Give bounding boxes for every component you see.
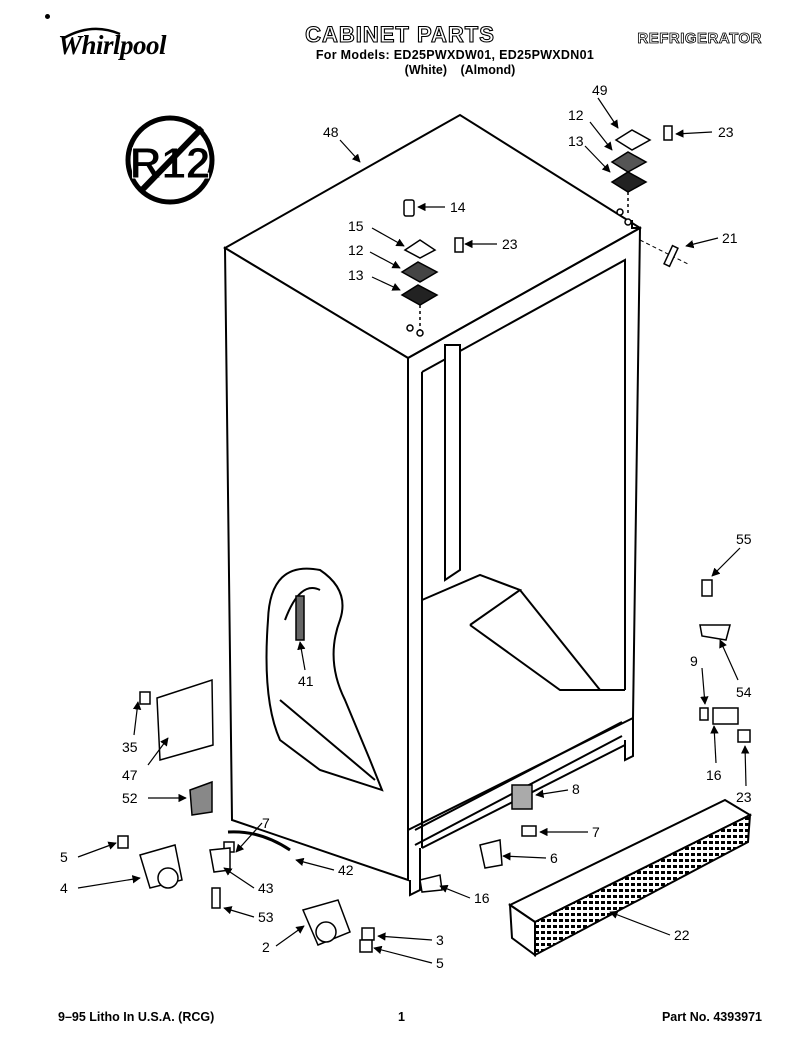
litho-note: 9–95 Litho In U.S.A. (RCG): [58, 1010, 215, 1024]
callout-53: 53: [258, 909, 274, 925]
hinge-cover-49-icon: [614, 129, 652, 151]
hinge-cap-15-icon: [403, 239, 437, 259]
model-numbers: For Models: ED25PWXDW01, ED25PWXDN01: [315, 48, 595, 62]
page-number: 1: [398, 1010, 405, 1024]
callout-16: 16: [474, 890, 490, 906]
screw-23-icon: [454, 237, 464, 253]
callout-8: 8: [572, 781, 580, 797]
brand-logo: Whirlpool: [58, 30, 167, 60]
callout-35: 35: [122, 739, 138, 755]
badge-text: R12: [130, 139, 211, 188]
no-r12-badge: R12: [125, 115, 215, 205]
part-8-icon: [511, 784, 533, 810]
hinge-13-icon: [400, 284, 439, 306]
callout-23: 23: [718, 124, 734, 140]
callout-48: 48: [323, 124, 339, 140]
bracket-6-icon: [479, 839, 503, 869]
callout-42: 42: [338, 862, 354, 878]
bracket-52-icon: [189, 780, 213, 816]
screw-23-icon: [663, 125, 673, 141]
bracket-54-icon: [699, 624, 731, 641]
bracket-16-icon: [419, 874, 443, 893]
callout-52: 52: [122, 790, 138, 806]
callout-49: 49: [592, 82, 608, 98]
corner-mark: [45, 14, 50, 19]
hinge-shim-12-icon: [400, 261, 439, 283]
callout-12: 12: [348, 242, 364, 258]
whirlpool-swoosh-icon: [63, 27, 121, 40]
part-number: Part No. 4393971: [661, 1010, 762, 1024]
page-title: CABINET PARTS: [305, 21, 495, 47]
callout-2: 2: [262, 939, 270, 955]
callout-13: 13: [348, 267, 364, 283]
callout-23: 23: [502, 236, 518, 252]
right-hinge-assembly: [610, 125, 679, 268]
screw-53-icon: [211, 887, 221, 909]
callout-41: 41: [298, 673, 314, 689]
spring-41-icon: [295, 595, 305, 641]
left-side-parts: [117, 595, 305, 909]
callout-leaders: [77, 97, 750, 964]
screw-14-icon: [403, 199, 415, 217]
callout-54: 54: [736, 684, 752, 700]
screw-5-icon: [359, 939, 373, 953]
callout-4: 4: [60, 880, 68, 896]
hinge-13-icon: [610, 171, 648, 193]
bottom-parts: [301, 784, 537, 953]
cover-47-icon: [156, 678, 214, 761]
callout-5: 5: [60, 849, 68, 865]
center-hinge-assembly: [400, 199, 464, 337]
clip-43-icon: [209, 847, 231, 873]
callout-labels: 48 49 12 23 13 14 15 23 12 21 13 55 41 9…: [60, 82, 752, 971]
callout-55: 55: [736, 531, 752, 547]
cabinet: [223, 113, 691, 897]
pin-21-icon: [663, 244, 679, 268]
screw-23-icon: [737, 729, 751, 743]
callout-16: 16: [706, 767, 722, 783]
bracket-16-icon: [712, 707, 739, 725]
callout-43: 43: [258, 880, 274, 896]
callout-47: 47: [122, 767, 138, 783]
callout-9: 9: [690, 653, 698, 669]
tube-42-icon: [227, 830, 291, 852]
callout-23: 23: [736, 789, 752, 805]
right-side-brackets: [699, 579, 751, 743]
model-variants: (White) (Almond): [404, 63, 516, 77]
callout-21: 21: [722, 230, 738, 246]
screw-3-icon: [361, 927, 375, 941]
callout-15: 15: [348, 218, 364, 234]
callout-5: 5: [436, 955, 444, 971]
callout-6: 6: [550, 850, 558, 866]
callout-14: 14: [450, 199, 466, 215]
grille-22: [508, 798, 753, 957]
screw-5-icon: [117, 835, 129, 849]
screw-7-icon: [521, 825, 537, 837]
screw-55-icon: [701, 579, 713, 597]
clip-9-icon: [699, 707, 709, 721]
hinge-shim-12-icon: [610, 151, 648, 173]
callout-12: 12: [568, 107, 584, 123]
callout-7: 7: [262, 815, 270, 831]
screw-35-icon: [139, 691, 151, 705]
callout-13: 13: [568, 133, 584, 149]
callout-22: 22: [674, 927, 690, 943]
callout-7: 7: [592, 824, 600, 840]
product-category: REFRIGERATOR: [637, 30, 762, 48]
callout-3: 3: [436, 932, 444, 948]
